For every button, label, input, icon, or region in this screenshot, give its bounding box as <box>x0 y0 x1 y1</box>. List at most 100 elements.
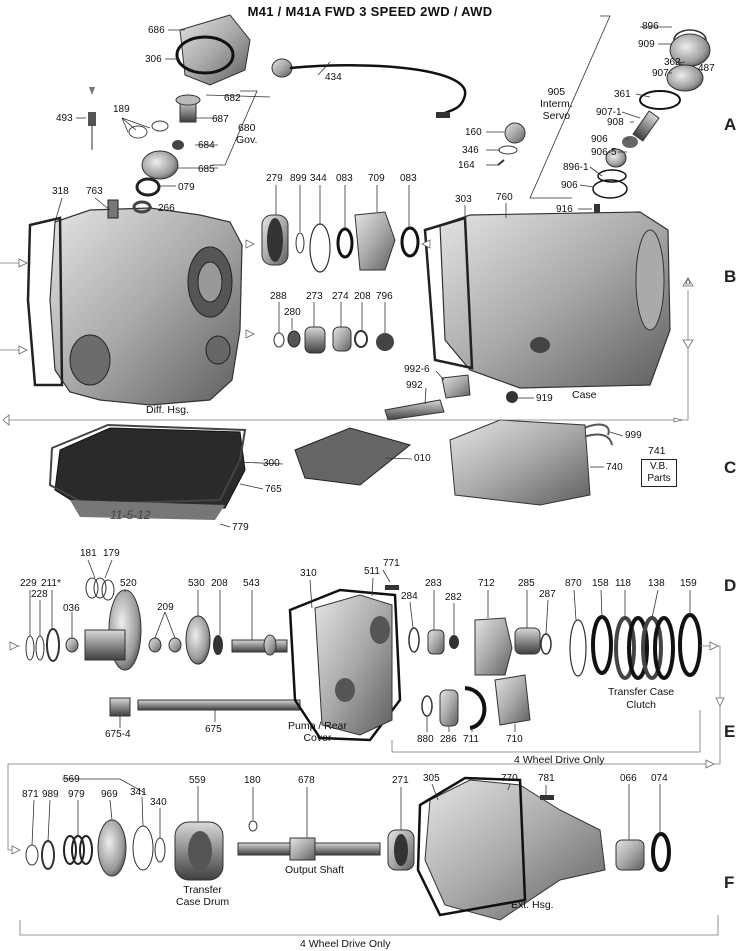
extension-housing <box>416 776 671 921</box>
part-number: 228 <box>31 589 48 600</box>
handwritten-note: 11-5-12 <box>110 508 151 522</box>
part-number: 303 <box>455 194 472 205</box>
part-number: 159 <box>680 578 697 589</box>
part-number: 036 <box>63 603 80 614</box>
part-number: 164 <box>458 160 475 171</box>
part-number: 274 <box>332 291 349 302</box>
label-transfer-case-drum-line2: Case Drum <box>176 896 230 908</box>
part-number: 287 <box>539 589 556 600</box>
part-number: 271 <box>392 775 409 786</box>
label-interm-servo-number: 905 <box>547 86 566 98</box>
part-number: 992 <box>406 380 423 391</box>
part-number: 158 <box>592 578 609 589</box>
row-label-b: B <box>724 267 737 286</box>
part-number: 712 <box>478 578 495 589</box>
part-number: 306 <box>145 54 162 65</box>
part-number: 493 <box>56 113 73 124</box>
part-number: 520 <box>120 578 137 589</box>
part-number: 208 <box>354 291 371 302</box>
part-number: 118 <box>615 578 631 589</box>
part-number: 675-4 <box>105 729 131 740</box>
part-number: 871 <box>22 789 39 800</box>
part-number: 989 <box>42 789 59 800</box>
label-gov: 680 Gov. <box>236 122 257 146</box>
part-number: 796 <box>376 291 393 302</box>
label-case: Case <box>572 389 597 401</box>
part-number: 288 <box>270 291 287 302</box>
label-diff-hsg: Diff. Hsg. <box>146 404 189 416</box>
label-pump-rear-cover-line1: Pump / Rear <box>288 720 347 732</box>
part-number: 675 <box>205 724 222 735</box>
label-transfer-case-clutch: Transfer Case Clutch <box>608 686 674 712</box>
part-number: 179 <box>103 548 120 559</box>
part-number: 687 <box>212 114 229 125</box>
part-number: 487 <box>698 63 715 74</box>
label-interm-servo-line2: Servo <box>542 110 571 122</box>
part-number: 083 <box>400 173 417 184</box>
part-number: 919 <box>536 393 553 404</box>
part-number: 138 <box>648 578 665 589</box>
part-number: 999 <box>625 430 642 441</box>
servo-parts <box>497 15 711 213</box>
part-number: 908 <box>607 117 624 128</box>
final-drive-parts <box>261 211 420 354</box>
part-number: 361 <box>614 89 631 100</box>
part-number: 066 <box>620 773 637 784</box>
part-number: 569 <box>63 774 80 785</box>
differential-housing <box>26 199 243 406</box>
label-transfer-case-clutch-line1: Transfer Case <box>608 686 675 698</box>
leader-lines <box>29 26 691 846</box>
part-number: 765 <box>265 484 282 495</box>
row-label-a: A <box>724 115 737 134</box>
part-number: 763 <box>86 186 103 197</box>
valve-body <box>449 419 591 506</box>
label-transfer-case-drum-line1: Transfer <box>183 884 222 896</box>
row-label-c: C <box>724 458 737 477</box>
label-output-shaft: Output Shaft <box>285 864 344 876</box>
part-number: 209 <box>157 602 174 613</box>
part-number: 083 <box>336 173 353 184</box>
part-number: 284 <box>401 591 418 602</box>
label-ext-hsg: Ext. Hsg. <box>511 899 554 911</box>
transfer-case-parts <box>25 819 415 881</box>
part-number: 181 <box>80 548 97 559</box>
part-number: 992-6 <box>404 364 430 375</box>
guide-arrows <box>2 239 725 855</box>
part-number: 907-1 <box>596 107 622 118</box>
oil-filter <box>294 427 412 486</box>
part-number: 211* <box>41 578 61 589</box>
row-label-e: E <box>724 722 736 741</box>
part-number: 273 <box>306 291 323 302</box>
part-number: 208 <box>211 578 228 589</box>
part-number: 682 <box>224 93 241 104</box>
part-number: 899 <box>290 173 307 184</box>
part-number: 300 <box>263 458 280 469</box>
part-number: 880 <box>417 734 434 745</box>
part-number: 079 <box>178 182 195 193</box>
part-number: 781 <box>538 773 555 784</box>
part-number: 870 <box>565 578 582 589</box>
part-number: 909 <box>638 39 655 50</box>
row-label-d: D <box>724 576 737 595</box>
part-number: 969 <box>101 789 118 800</box>
part-number: 229 <box>20 578 37 589</box>
part-number: 266 <box>158 203 175 214</box>
part-number: 779 <box>232 522 249 533</box>
part-number: 340 <box>150 797 167 808</box>
label-transfer-case-clutch-line2: Clutch <box>626 699 656 711</box>
part-number: 770 <box>501 773 518 784</box>
part-number: 559 <box>189 775 206 786</box>
part-number: 709 <box>368 173 385 184</box>
part-number: 346 <box>462 145 479 156</box>
label-pump-rear-cover-line2: Cover <box>303 732 332 744</box>
label-4wd-only-e: 4 Wheel Drive Only <box>514 754 605 766</box>
part-number: 074 <box>651 773 668 784</box>
label-interm-servo-line1: Interm. <box>540 98 573 110</box>
part-number: 740 <box>606 462 623 473</box>
part-number: 305 <box>423 773 440 784</box>
part-number: 543 <box>243 578 260 589</box>
part-number: 283 <box>425 578 442 589</box>
edge-arrowheads <box>18 258 28 355</box>
part-number: 907 <box>652 68 669 79</box>
